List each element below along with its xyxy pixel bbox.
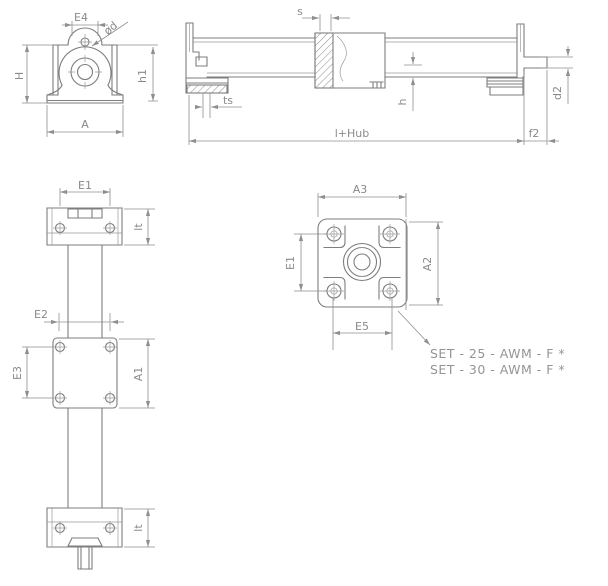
dim-label-diameter-d: ød	[101, 19, 120, 38]
end-view: A3 E1 A2 E5	[284, 183, 443, 350]
leader-arrow	[397, 310, 431, 346]
dim-label-lt-bottom: lt	[132, 524, 145, 532]
dim-label-d2: d2	[551, 86, 564, 100]
dim-label-a: A	[81, 118, 89, 131]
dim-label-e5: E5	[355, 320, 369, 333]
dim-label-lt-top: lt	[132, 223, 145, 231]
side-section-view: ts s h d2 l+Hub f2	[185, 5, 573, 145]
dim-label-l-plus-hub: l+Hub	[335, 127, 370, 140]
note-line-2: SET - 30 - AWM - F *	[430, 362, 565, 377]
dim-label-e1-top: E1	[78, 179, 92, 192]
notes: SET - 25 - AWM - F * SET - 30 - AWM - F …	[397, 310, 565, 377]
dim-label-f2: f2	[529, 127, 540, 140]
plan-view: E1 lt E2 E3 A1	[11, 179, 155, 570]
dim-label-h-total: H	[13, 72, 26, 80]
dim-label-a1: A1	[132, 367, 145, 382]
dim-label-h-axis: h	[396, 98, 409, 105]
dim-label-e1-end: E1	[284, 256, 297, 270]
dim-label-e4: E4	[74, 11, 88, 24]
dim-label-s: s	[297, 5, 303, 18]
dim-label-a3: A3	[353, 183, 368, 196]
dim-label-e3: E3	[11, 366, 24, 380]
dim-label-a2: A2	[421, 257, 434, 272]
dim-label-ts: ts	[223, 94, 233, 107]
note-line-1: SET - 25 - AWM - F *	[430, 346, 565, 361]
dim-label-h1: h1	[136, 69, 149, 83]
front-view: E4 ød H h1 A	[13, 11, 158, 137]
dim-label-e2: E2	[34, 308, 48, 321]
